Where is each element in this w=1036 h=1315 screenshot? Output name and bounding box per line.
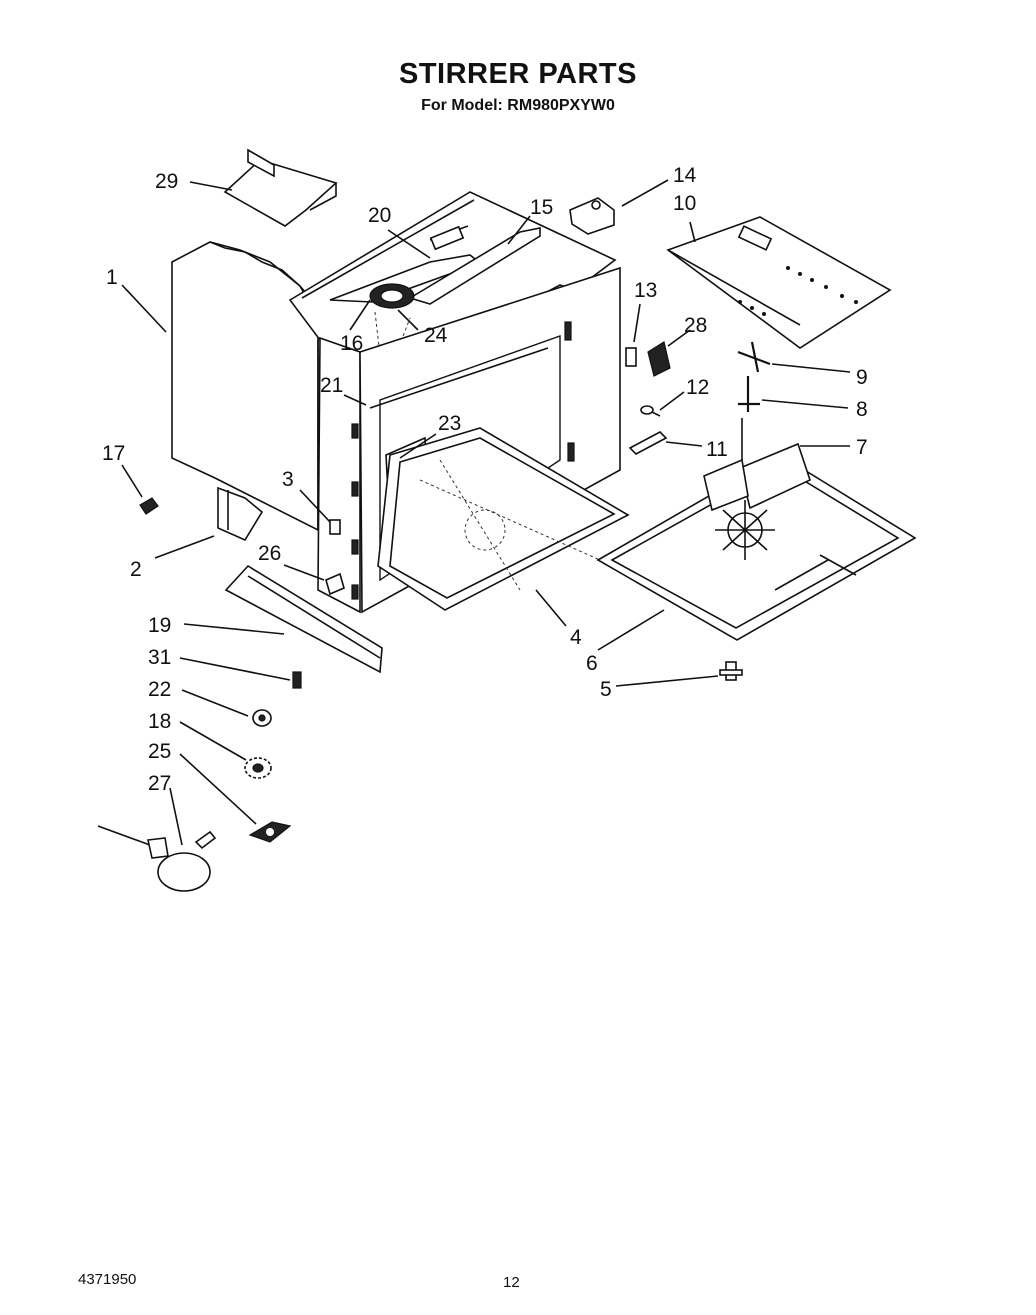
callout-25: 25 xyxy=(148,740,171,763)
page-number: 12 xyxy=(503,1274,520,1291)
callout-20: 20 xyxy=(368,204,391,227)
part-12-screw xyxy=(640,405,661,417)
part-20-stirrer-blade xyxy=(329,227,541,305)
part-4-bottom-tray xyxy=(377,427,630,611)
part-11-rod xyxy=(628,431,668,455)
callout-16: 16 xyxy=(340,332,363,355)
part-26-clip xyxy=(325,572,345,596)
callout-23: 23 xyxy=(438,412,461,435)
part-25-bearing xyxy=(248,821,292,843)
part-28-switch xyxy=(647,341,671,377)
callout-22: 22 xyxy=(148,678,171,701)
callout-5: 5 xyxy=(600,678,612,701)
callout-7: 7 xyxy=(856,436,868,459)
part-31-screw xyxy=(292,671,302,689)
callout-21: 21 xyxy=(320,374,343,397)
callout-26: 26 xyxy=(258,542,281,565)
part-8-shaft xyxy=(738,376,760,412)
callout-31: 31 xyxy=(148,646,171,669)
callout-3: 3 xyxy=(282,468,294,491)
callout-28: 28 xyxy=(684,314,707,337)
callout-17: 17 xyxy=(102,442,125,465)
part-17-screw xyxy=(139,497,159,515)
callout-9: 9 xyxy=(856,366,868,389)
callout-1: 1 xyxy=(106,266,118,289)
callout-27: 27 xyxy=(148,772,171,795)
part-9-coupler xyxy=(737,341,771,373)
callout-12: 12 xyxy=(686,376,709,399)
part-10-control-panel xyxy=(666,216,892,349)
callout-11: 11 xyxy=(706,438,728,461)
callout-8: 8 xyxy=(856,398,868,421)
callout-15: 15 xyxy=(530,196,553,219)
part-19-rail xyxy=(224,564,383,674)
doc-number: 4371950 xyxy=(78,1271,137,1288)
part-2-side-panel xyxy=(217,486,264,542)
leader-lines xyxy=(121,179,851,846)
callout-14: 14 xyxy=(673,164,697,187)
callout-4: 4 xyxy=(570,626,582,649)
callout-29: 29 xyxy=(155,170,178,193)
part-7-paddle xyxy=(703,418,811,512)
callout-13: 13 xyxy=(634,279,657,302)
page-title: STIRRER PARTS xyxy=(399,58,637,90)
callout-2: 2 xyxy=(130,558,142,581)
part-29-tray xyxy=(223,148,338,227)
part-13-spacer xyxy=(625,347,637,367)
part-14-bracket xyxy=(569,197,615,235)
part-3-clip xyxy=(329,519,341,535)
callout-labels: 29 1 17 2 3 26 19 31 22 18 25 27 21 20 1… xyxy=(102,164,868,795)
callout-6: 6 xyxy=(586,652,598,675)
part-18-gear xyxy=(244,757,272,779)
part-22-nut xyxy=(252,709,272,727)
callout-19: 19 xyxy=(148,614,171,637)
model-subtitle: For Model: RM980PXYW0 xyxy=(421,97,615,114)
part-27-harness xyxy=(97,825,217,892)
callout-10: 10 xyxy=(673,192,696,215)
callout-18: 18 xyxy=(148,710,171,733)
part-5-foot xyxy=(719,661,743,681)
callout-24: 24 xyxy=(424,324,448,347)
